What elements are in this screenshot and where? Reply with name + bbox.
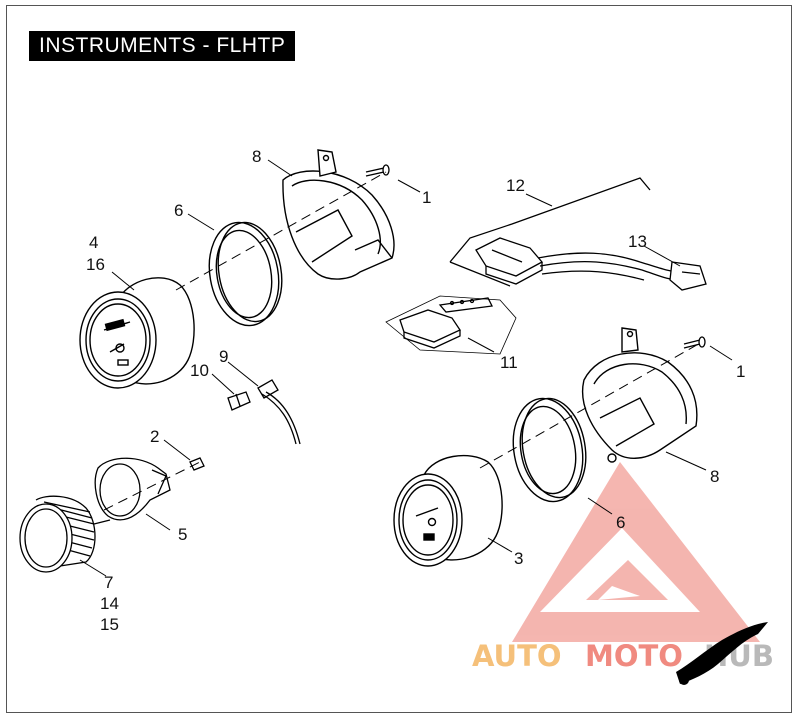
callout-13: 13 xyxy=(628,232,647,251)
callout-10: 10 xyxy=(190,361,209,380)
speedometer-gauge xyxy=(79,277,195,389)
callout-3: 3 xyxy=(514,549,523,568)
callout-14: 14 xyxy=(100,594,119,613)
leader-lines xyxy=(79,159,733,577)
callout-1-upper: 1 xyxy=(422,188,431,207)
bracket-small xyxy=(94,457,171,521)
callout-6-upper: 6 xyxy=(174,201,183,220)
watermark-auto: AUTO xyxy=(472,639,562,673)
watermark-bird-icon xyxy=(676,622,768,685)
watermark-logo xyxy=(512,462,760,642)
callout-5: 5 xyxy=(178,525,187,544)
callout-8-upper: 8 xyxy=(252,147,261,166)
callout-9: 9 xyxy=(219,347,228,366)
callout-6-lower: 6 xyxy=(616,513,625,532)
assembly-centerlines xyxy=(103,171,703,511)
callout-7: 7 xyxy=(104,573,113,592)
page-title: INSTRUMENTS - FLHTP xyxy=(29,31,296,61)
callout-15: 15 xyxy=(100,615,119,634)
tachometer-gauge xyxy=(393,454,503,567)
temperature-sensor xyxy=(227,379,301,445)
connector-housing xyxy=(385,295,517,355)
screw-upper xyxy=(365,164,390,177)
small-gauge xyxy=(19,495,111,573)
callout-11: 11 xyxy=(500,353,518,372)
callout-1-lower: 1 xyxy=(736,362,745,381)
diagram-frame xyxy=(6,5,792,713)
callout-labels: 8 6 1 4 16 12 13 11 9 10 2 5 7 14 15 1 8… xyxy=(86,147,745,634)
bezel-ring-upper xyxy=(208,221,283,327)
bracket-upper xyxy=(282,149,395,280)
callout-16: 16 xyxy=(86,255,105,274)
bracket-lower xyxy=(581,327,698,463)
watermark-moto: MOTO xyxy=(585,639,683,673)
callout-4: 4 xyxy=(89,233,98,252)
callout-8-lower: 8 xyxy=(710,467,719,486)
bezel-ring-lower xyxy=(512,397,587,503)
callout-12: 12 xyxy=(506,176,525,195)
wiring-harness xyxy=(449,177,707,291)
callout-2: 2 xyxy=(150,427,159,446)
